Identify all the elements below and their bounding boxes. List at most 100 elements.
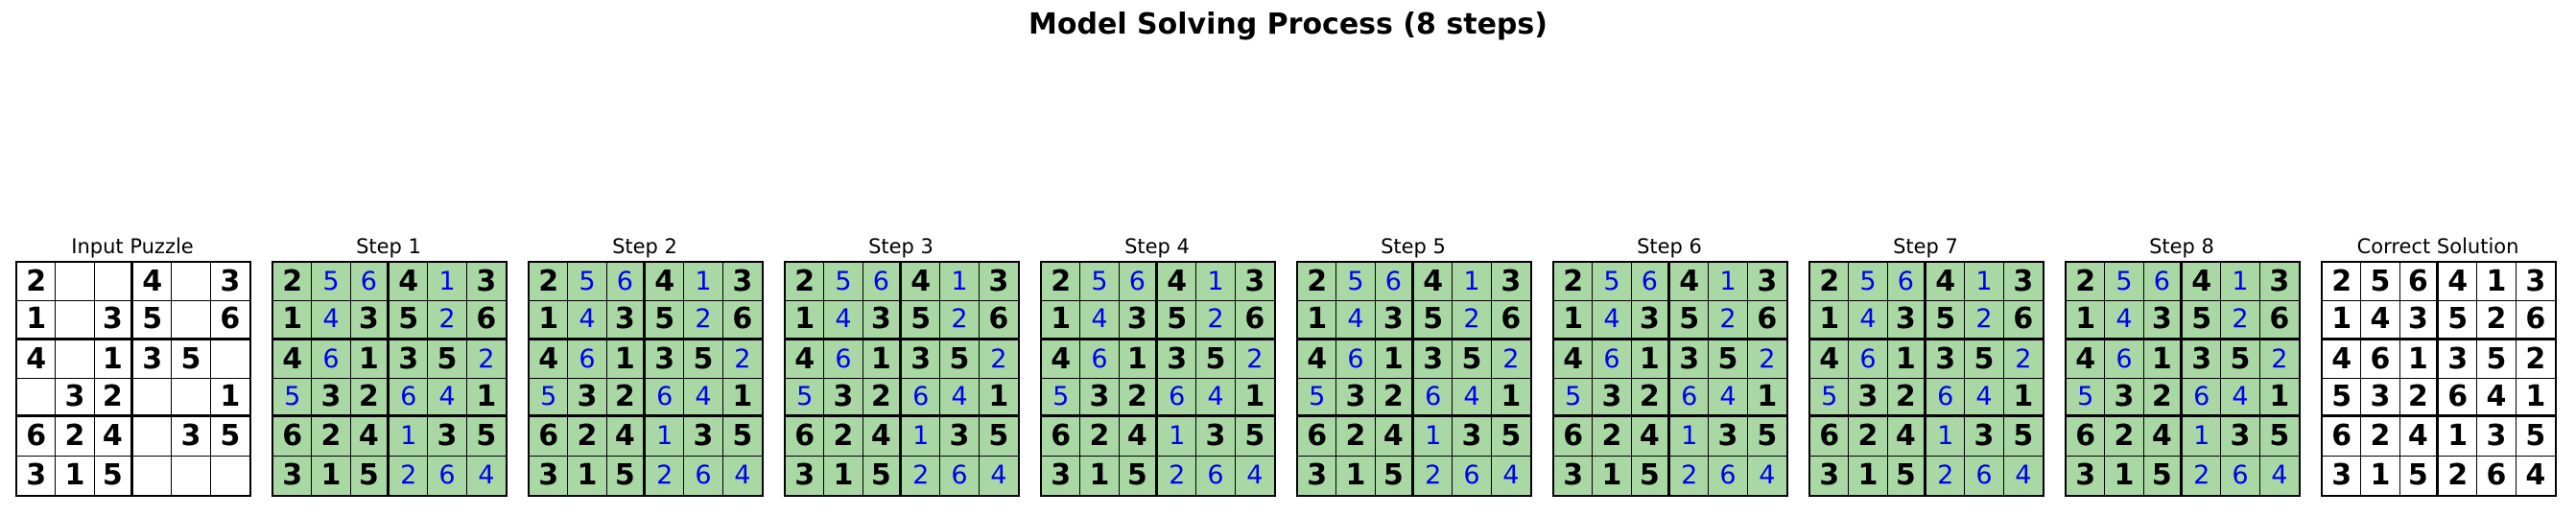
grid-cell: 4 <box>1554 340 1594 379</box>
grid-cell: 1 <box>1196 263 1236 302</box>
grid-cell: 6 <box>2361 340 2400 379</box>
grid-cell: 4 <box>684 378 723 418</box>
grid-cell: 1 <box>1235 378 1274 418</box>
grid-cell: 3 <box>2399 301 2439 340</box>
grid-cell: 3 <box>1375 301 1414 340</box>
grid-cell: 5 <box>2438 301 2478 340</box>
grid-cell: 2 <box>1080 417 1120 457</box>
grid-cell: 1 <box>722 378 762 418</box>
grid-cell: 5 <box>979 417 1018 457</box>
grid-cell: 5 <box>1849 263 1888 302</box>
grid-cell: 1 <box>2477 263 2517 302</box>
grid-cell: 4 <box>2105 301 2144 340</box>
grid-cell: 4 <box>1080 301 1120 340</box>
grid-cell: 4 <box>1631 417 1670 457</box>
grid-cell: 2 <box>1554 263 1594 302</box>
grid-cell: 1 <box>1810 301 1850 340</box>
grid-cell: 4 <box>2323 340 2362 379</box>
grid-cell: 1 <box>466 378 506 418</box>
grid-cell: 5 <box>1631 456 1670 495</box>
grid-cell: 4 <box>1593 301 1632 340</box>
grid-cell: 1 <box>2361 456 2400 495</box>
grid-cell: 4 <box>2143 417 2183 457</box>
grid-cell: 3 <box>1631 301 1670 340</box>
grid-cell: 1 <box>568 456 607 495</box>
grid-cell: 3 <box>94 301 133 340</box>
grid-cell: 6 <box>1631 263 1670 302</box>
grid-cell <box>94 263 133 302</box>
grid-cell: 3 <box>1849 378 1888 418</box>
grid-cell: 5 <box>1235 417 1274 457</box>
grid-cell: 5 <box>1810 378 1850 418</box>
grid-cell: 3 <box>1810 456 1850 495</box>
grid-cell: 1 <box>530 301 569 340</box>
grid-cell: 1 <box>1336 456 1376 495</box>
grid-cell: 4 <box>940 378 980 418</box>
grid-cell: 6 <box>1887 263 1926 302</box>
grid-cell: 1 <box>2003 378 2043 418</box>
grid-cell: 4 <box>645 263 685 302</box>
grid-cell: 1 <box>2182 417 2222 457</box>
grid-cell: 1 <box>2221 263 2260 302</box>
grid-cell: 6 <box>1298 417 1337 457</box>
grid-cell: 2 <box>2105 417 2144 457</box>
grid-cell: 4 <box>606 417 646 457</box>
grid-cell: 3 <box>1235 263 1274 302</box>
grid-cell <box>56 340 95 379</box>
grid-cell: 2 <box>1965 301 2004 340</box>
grid-cell: 6 <box>2105 340 2144 379</box>
grid-cell: 2 <box>568 417 607 457</box>
grid-cell: 4 <box>2525 458 2546 493</box>
grid-cell: 2 <box>863 378 902 418</box>
grid-cell: 2 <box>645 456 685 495</box>
grid-cell: 1 <box>824 456 863 495</box>
grid-cell: 3 <box>2259 263 2299 302</box>
grid-cell: 2 <box>1453 301 1492 340</box>
grid-cell: 5 <box>606 456 646 495</box>
grid-cell: 2 <box>979 340 1018 379</box>
grid-cell: 4 <box>94 417 133 457</box>
grid-cell: 4 <box>2438 263 2478 302</box>
grid-cell: 2 <box>1298 263 1337 302</box>
grid-cell: 1 <box>1157 417 1197 457</box>
grid-cell: 6 <box>2221 456 2260 495</box>
grid-cell: 4 <box>1336 301 1376 340</box>
grid-cell: 6 <box>2323 417 2362 457</box>
grid-cell: 4 <box>2067 340 2106 379</box>
grid-cell: 5 <box>940 340 980 379</box>
grid-cell: 3 <box>2105 378 2144 418</box>
grid-cell: 6 <box>17 417 57 457</box>
grid-cell: 1 <box>1849 456 1888 495</box>
grid-cell: 2 <box>1336 417 1376 457</box>
grid-cell: 6 <box>1119 263 1158 302</box>
grid-cell: 5 <box>1554 378 1594 418</box>
grid-cell: 6 <box>312 340 351 379</box>
grid-cell: 6 <box>606 263 646 302</box>
grid-cell: 6 <box>1554 417 1594 457</box>
grid-cell: 5 <box>210 417 249 457</box>
grid-cell: 6 <box>979 301 1018 340</box>
grid-cell: 5 <box>95 456 133 495</box>
grid-cell: 1 <box>2259 378 2299 418</box>
grid-cell: 2 <box>17 263 57 302</box>
grid-cell: 5 <box>1965 340 2004 379</box>
grid-cell: 1 <box>273 301 313 340</box>
grid-cell: 3 <box>2361 378 2400 418</box>
grid-cell: 5 <box>1119 456 1158 495</box>
grid-cell: 6 <box>530 417 569 457</box>
grid-cell: 5 <box>389 301 429 340</box>
grid-cell: 3 <box>312 378 351 418</box>
grid-cell: 2 <box>273 263 313 302</box>
grid-cell: 2 <box>1631 378 1670 418</box>
grid-cell: 3 <box>863 301 902 340</box>
grid-cell: 6 <box>273 417 313 457</box>
grid-cell: 3 <box>389 340 429 379</box>
grid-cell: 4 <box>2399 417 2439 457</box>
grid-cell: 3 <box>1709 417 1748 457</box>
grid-cell: 1 <box>1593 456 1632 495</box>
grid-cell: 5 <box>1336 263 1376 302</box>
